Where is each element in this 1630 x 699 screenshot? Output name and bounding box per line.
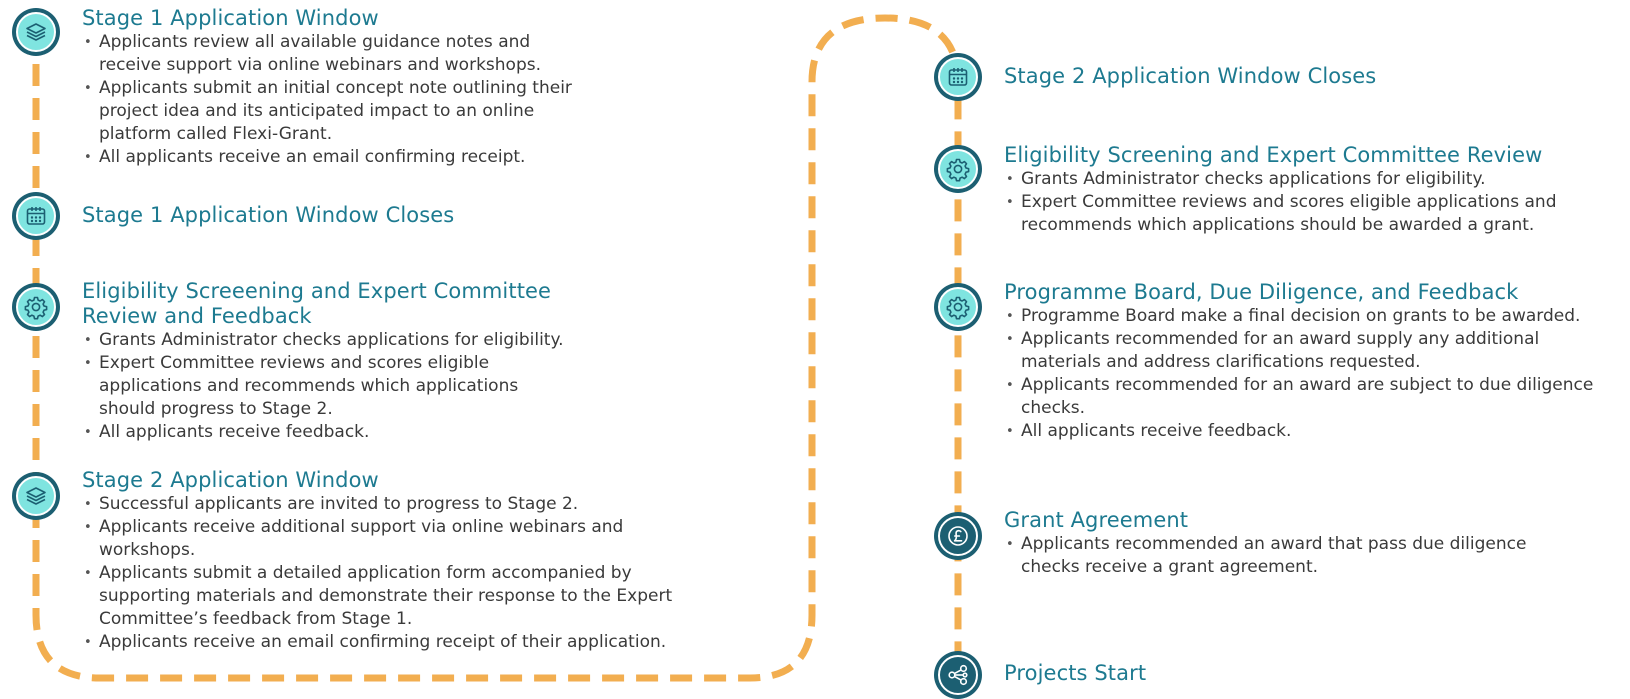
step-7: Programme Board, Due Diligence, and Feed… <box>1004 280 1624 443</box>
step-5-calendar-icon <box>934 53 982 101</box>
step-9-share-network-icon <box>934 651 982 699</box>
bullet: Expert Committee reviews and scores elig… <box>1004 191 1630 237</box>
bullet: Programme Board make a final decision on… <box>1004 305 1581 328</box>
step-title: Programme Board, Due Diligence, and Feed… <box>1004 280 1519 304</box>
bullet: Applicants recommended for an award are … <box>1004 374 1601 420</box>
step-3: Eligibility Screeening and Expert Commit… <box>82 279 642 444</box>
step-title: Eligibility Screeening and Expert Commit… <box>82 279 552 328</box>
step-title: Grant Agreement <box>1004 508 1189 532</box>
bullet: Grants Administrator checks applications… <box>1004 168 1624 191</box>
step-bullets: Grants Administrator checks applications… <box>1004 168 1624 237</box>
bullet: Expert Committee reviews and scores elig… <box>82 352 579 421</box>
step-title: Projects Start <box>1004 661 1147 685</box>
bullet: Applicants recommended for an award supp… <box>1004 328 1591 374</box>
step-title: Stage 2 Application Window <box>82 468 379 492</box>
step-1: Stage 1 Application Window Applicants re… <box>82 6 642 169</box>
bullet: All applicants receive feedback. <box>82 421 642 444</box>
bullet: Applicants review all available guidance… <box>82 31 584 77</box>
bullet: Applicants receive an email confirming r… <box>82 631 779 654</box>
step-5: Stage 2 Application Window Closes <box>1004 64 1604 89</box>
bullet: Applicants receive additional support vi… <box>82 516 699 562</box>
step-bullets: Applicants recommended an award that pas… <box>1004 533 1604 579</box>
dashed-timeline <box>32 14 962 682</box>
step-4: Stage 2 Application Window Successful ap… <box>82 468 762 654</box>
step-8: Grant Agreement Applicants recommended a… <box>1004 508 1604 579</box>
step-9: Projects Start <box>1004 661 1604 686</box>
bullet: Grants Administrator checks applications… <box>82 329 642 352</box>
step-title: Stage 1 Application Window Closes <box>82 203 455 227</box>
step-bullets: Programme Board make a final decision on… <box>1004 305 1624 443</box>
step-2: Stage 1 Application Window Closes <box>82 203 642 228</box>
step-title: Eligibility Screening and Expert Committ… <box>1004 143 1543 167</box>
step-bullets: Grants Administrator checks applications… <box>82 329 642 444</box>
step-bullets: Applicants review all available guidance… <box>82 31 642 169</box>
bullet: Applicants submit a detailed application… <box>82 562 719 631</box>
step-4-layers-icon <box>12 472 60 520</box>
bullet: All applicants receive an email confirmi… <box>82 146 642 169</box>
step-bullets: Successful applicants are invited to pro… <box>82 493 762 654</box>
step-1-layers-icon <box>12 8 60 56</box>
step-7-gear-icon <box>934 283 982 331</box>
step-title: Stage 2 Application Window Closes <box>1004 64 1377 88</box>
step-6: Eligibility Screening and Expert Committ… <box>1004 143 1624 237</box>
bullet: Successful applicants are invited to pro… <box>82 493 762 516</box>
step-3-gear-icon <box>12 283 60 331</box>
step-6-gear-icon <box>934 145 982 193</box>
step-2-calendar-icon <box>12 192 60 240</box>
step-8-pound-coin-icon <box>934 512 982 560</box>
bullet: Applicants submit an initial concept not… <box>82 77 584 146</box>
bullet: All applicants receive feedback. <box>1004 420 1624 443</box>
bullet: Applicants recommended an award that pas… <box>1004 533 1531 579</box>
step-title: Stage 1 Application Window <box>82 6 379 30</box>
